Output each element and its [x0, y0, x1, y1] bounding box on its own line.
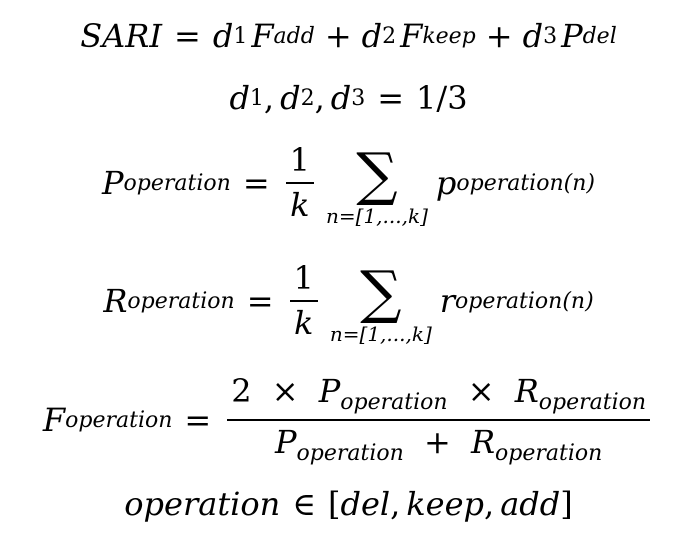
sari-p-del-sub: del	[582, 23, 617, 49]
sari-lhs: SARI	[80, 17, 163, 55]
fscore-numerator: 2 × Poperation × Roperation	[227, 371, 650, 415]
domain-comma-2: ,	[484, 485, 495, 523]
fscore-num-times-2: ×	[467, 371, 495, 410]
recall-summation: ∑ n=[1,...,k]	[330, 257, 432, 345]
sari-p-del: P	[561, 17, 583, 55]
sari-d1-sub: 1	[233, 23, 248, 49]
precision-term: p	[435, 164, 457, 202]
sari-equals: =	[174, 17, 201, 55]
fscore-lhs: F	[42, 401, 66, 439]
recall-sum-limits: n=[1,...,k]	[329, 322, 432, 346]
precision-equals: =	[242, 164, 270, 202]
fscore-denominator: Poperation + Roperation	[271, 423, 606, 466]
recall-fraction: 1 k	[289, 258, 318, 342]
fscore-num-r-sub: operation	[538, 389, 647, 415]
precision-lhs-sub: operation	[123, 170, 231, 196]
weight-d2: d	[280, 79, 301, 117]
recall-fraction-bar	[289, 300, 318, 302]
fscore-fraction: 2 × Poperation × Roperation Poperation +…	[227, 371, 651, 466]
recall-sigma-symbol: ∑	[360, 258, 402, 326]
weight-d1-sub: 1	[249, 85, 264, 111]
sari-f-keep: F	[400, 17, 423, 55]
fscore-num-p-sub: operation	[340, 389, 448, 415]
domain-open-bracket: [	[327, 485, 341, 523]
recall-equals: =	[246, 282, 274, 320]
sari-f-add-sub: add	[273, 23, 315, 49]
domain-comma-1: ,	[390, 485, 401, 523]
fscore-den-r-sub: operation	[495, 441, 603, 466]
recall-lhs: R	[103, 282, 128, 320]
domain-close-bracket: ]	[560, 485, 573, 523]
sari-plus-2: +	[485, 17, 513, 55]
sari-d2-sub: 2	[382, 23, 397, 49]
recall-lhs-sub: operation	[127, 288, 235, 314]
fscore-lhs-sub: operation	[65, 407, 173, 433]
sari-plus-1: +	[324, 17, 352, 55]
weight-equals: =	[377, 79, 405, 117]
precision-sum-limits: n=[1,...,k]	[326, 204, 428, 228]
weight-value: 1/3	[416, 79, 468, 117]
sari-d2: d	[361, 17, 383, 55]
precision-term-sub: operation(n)	[456, 170, 595, 196]
fscore-num-p: P	[318, 371, 341, 410]
weight-d3-sub: 3	[351, 85, 366, 111]
domain-in-symbol: ∈	[292, 485, 316, 523]
recall-term: r	[439, 282, 456, 320]
recall-denominator: k	[294, 304, 314, 342]
precision-summation: ∑ n=[1,...,k]	[326, 139, 428, 227]
recall-numerator: 1	[293, 258, 314, 297]
domain-item-del: del	[340, 485, 391, 523]
domain-var: operation	[124, 485, 281, 523]
weight-d3: d	[330, 79, 352, 117]
precision-fraction: 1 k	[285, 140, 314, 224]
precision-fraction-bar	[285, 182, 314, 184]
weight-comma-1: ,	[263, 79, 275, 117]
weight-d2-sub: 2	[300, 85, 315, 111]
fscore-equals: =	[184, 401, 212, 439]
sari-f-keep-sub: keep	[422, 23, 476, 49]
weight-d1: d	[229, 79, 250, 117]
sari-d3-sub: 3	[543, 23, 558, 49]
sari-d3: d	[522, 17, 544, 55]
precision-lhs: P	[102, 164, 124, 202]
fscore-num-two: 2	[231, 371, 252, 410]
precision-numerator: 1	[289, 140, 310, 179]
weight-comma-2: ,	[314, 79, 325, 117]
fscore-den-plus: +	[423, 423, 451, 461]
fscore-num-times-1: ×	[271, 371, 299, 410]
fscore-num-r: R	[514, 371, 539, 410]
sari-d1: d	[212, 17, 234, 55]
precision-sigma-symbol: ∑	[356, 140, 398, 208]
domain-item-add: add	[500, 485, 561, 523]
fscore-fraction-bar	[227, 419, 651, 421]
fscore-den-p-sub: operation	[296, 441, 404, 466]
operation-domain: operation ∈ [ del, keep, add ]	[0, 482, 697, 526]
fscore-den-p: P	[274, 423, 297, 461]
domain-item-keep: keep	[406, 485, 485, 523]
fscore-den-r: R	[470, 423, 496, 461]
precision-denominator: k	[290, 186, 310, 224]
sari-f-add: F	[251, 17, 274, 55]
recall-term-sub: operation(n)	[455, 288, 594, 314]
